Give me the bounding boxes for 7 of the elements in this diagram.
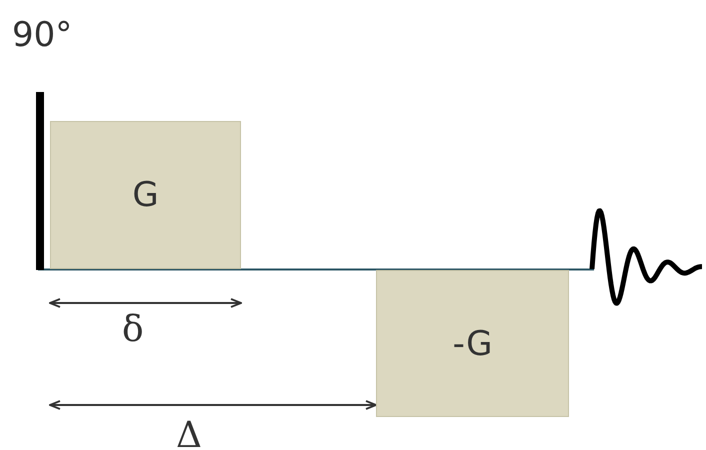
gradient-pulse-box bbox=[50, 121, 241, 269]
gradient-label: -G bbox=[452, 324, 492, 364]
dimension-label: δ bbox=[122, 312, 144, 348]
pulse-angle-label: 90° bbox=[12, 18, 72, 52]
dimension-label: Δ bbox=[176, 418, 202, 450]
gradient-label: G bbox=[132, 175, 159, 215]
gradient-pulse-box bbox=[376, 270, 569, 417]
